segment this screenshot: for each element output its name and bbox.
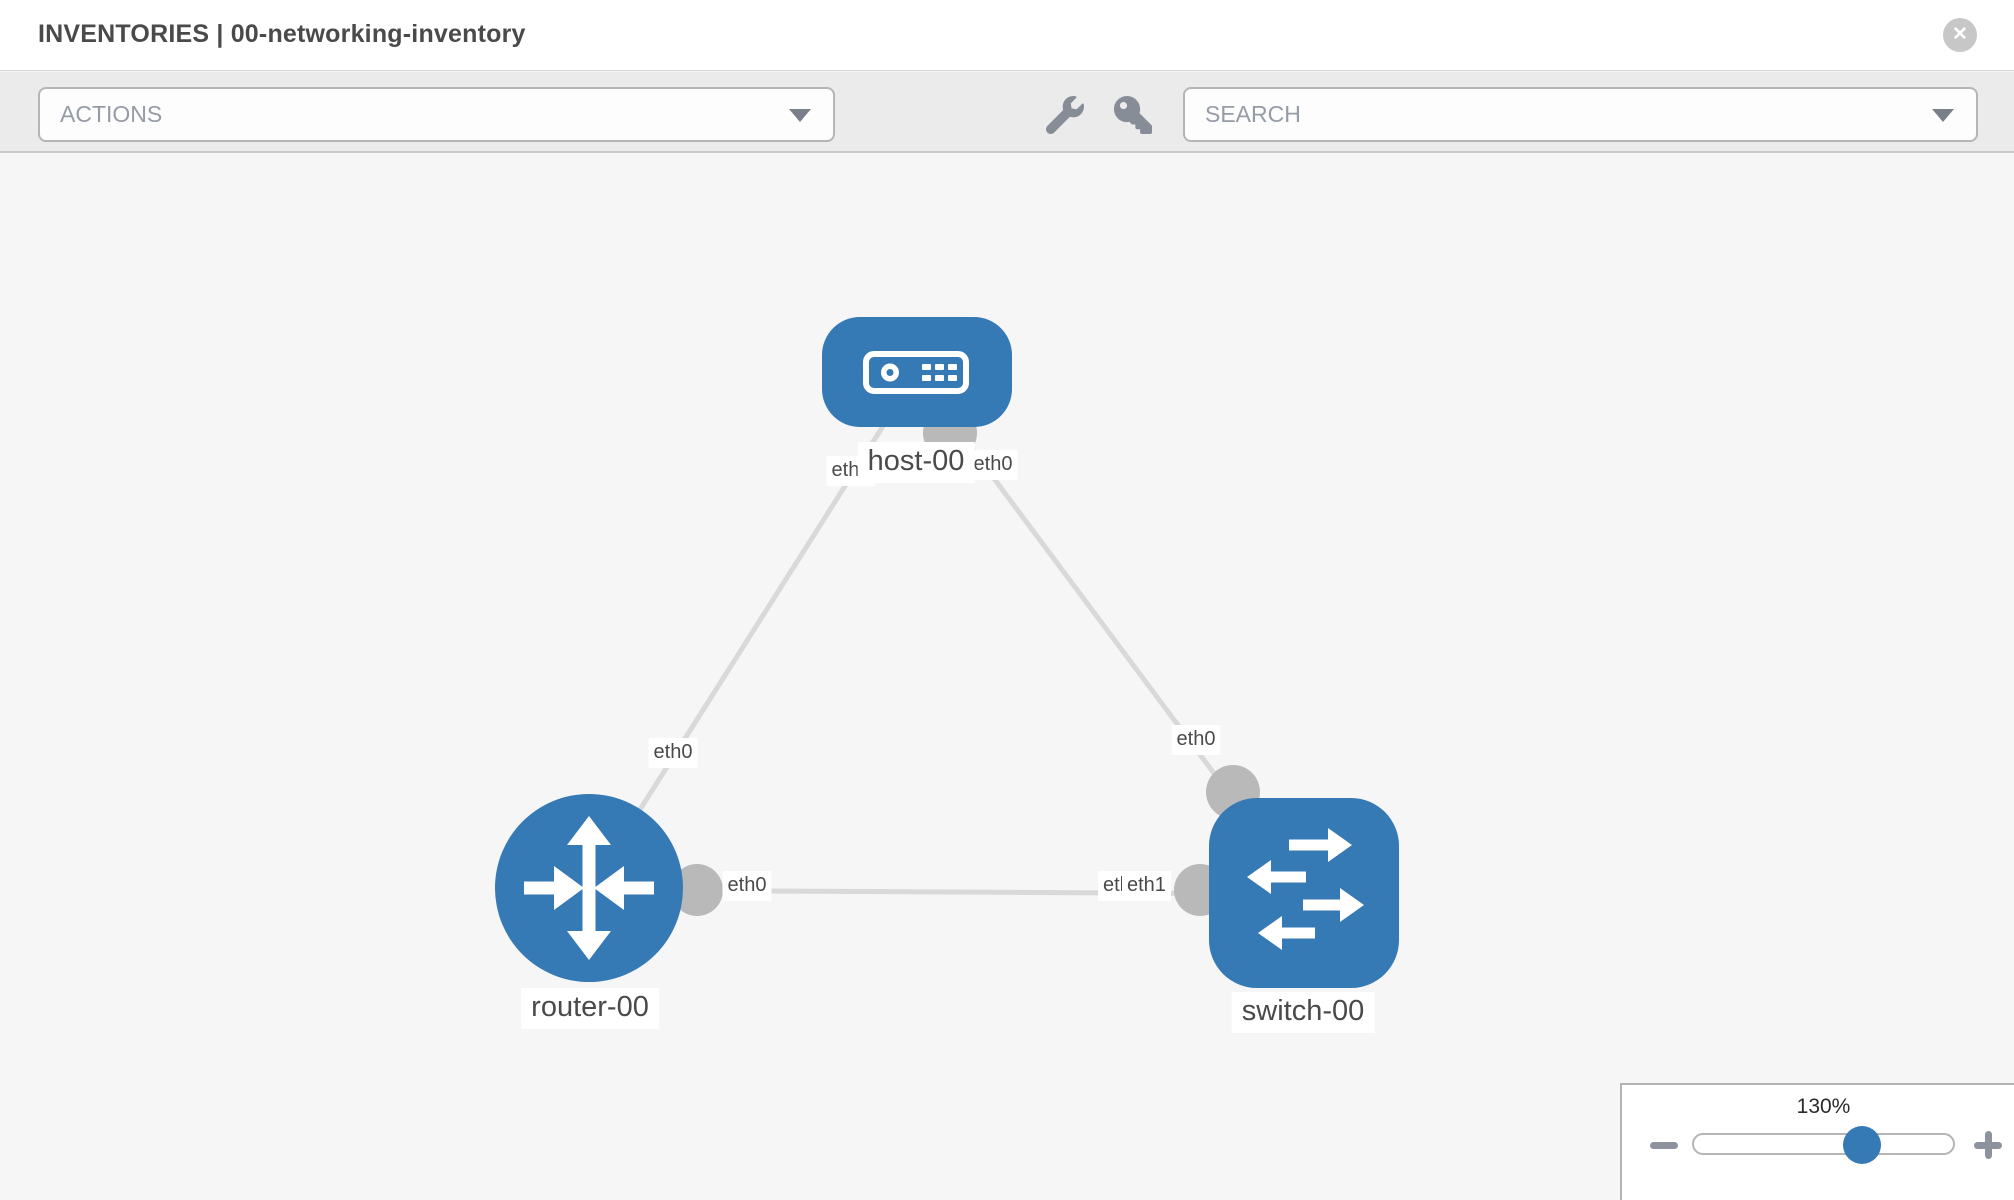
interface-label: eth0 [968,450,1018,480]
actions-dropdown-label: ACTIONS [60,101,163,127]
zoom-level: 130% [1796,1095,1851,1118]
node-label-switch: switch-00 [1231,992,1375,1033]
node-label-host: host-00 [857,442,975,483]
zoom-panel: 130% [1620,1083,2014,1200]
interface-label: eth0 [722,871,772,901]
node-label-router: router-00 [521,988,659,1029]
interface-label: eth0 [1171,725,1221,755]
key-icon[interactable] [1114,96,1152,134]
chevron-down-icon [789,109,811,122]
wrench-icon[interactable] [1046,96,1084,134]
zoom-slider-thumb[interactable] [1843,1126,1881,1164]
minus-icon[interactable] [1650,1131,1678,1159]
close-icon[interactable]: ✕ [1943,18,1977,52]
toolbar: ACTIONS [0,72,2014,153]
plus-icon[interactable] [1974,1131,2002,1159]
actions-dropdown[interactable]: ACTIONS [38,87,835,142]
search-input[interactable] [1185,89,1925,140]
node-switch-00[interactable] [1209,798,1399,988]
router-icon [524,816,654,960]
minus-bar [1650,1142,1678,1149]
node-router-00[interactable] [495,794,683,982]
page-title: INVENTORIES | 00-networking-inventory [38,20,526,48]
header-bar: INVENTORIES | 00-networking-inventory ✕ [0,0,2014,71]
link-endpoint [671,864,723,916]
plus-bar-vertical [1984,1131,1992,1159]
host-icon [863,351,969,394]
interface-label: eth1 [1122,871,1171,901]
zoom-slider-track[interactable] [1692,1133,1955,1155]
topology-canvas[interactable]: eth0 eth0 eth0 eth0 eth0 eth0 eth1 host-… [0,154,2014,1200]
chevron-down-icon [1932,109,1954,122]
switch-icon [1247,828,1364,950]
interface-label: eth0 [648,738,698,768]
search-box[interactable] [1183,87,1978,142]
node-host-00[interactable] [822,317,1012,427]
